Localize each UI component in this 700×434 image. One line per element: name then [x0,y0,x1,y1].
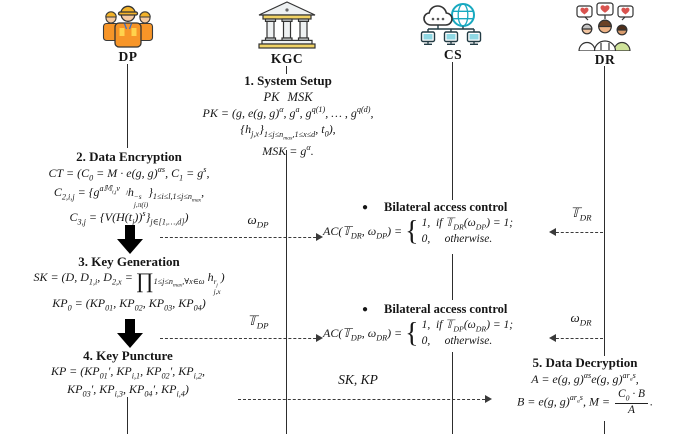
people-hearts-icon [576,2,634,51]
entity-dp-label: DP [118,49,138,64]
down-arrow-icon [117,225,143,254]
formula-line: MSK = gα. [262,142,314,158]
formula-line: KP = (KP01′, KPi,1, KP02′, KPi,2, [51,363,205,381]
lifeline-dr-top [604,66,605,356]
formula-line: KP03′, KPi,3, KP04′, KPi,4) [67,382,189,399]
label-omega-dr: ωDR [570,310,592,328]
arrow-t-dp [160,334,323,343]
section-key-generation-title: 3. Key Generation [78,254,180,269]
label-omega-dp: ωDP [247,212,269,230]
section-key-generation: 3. Key Generation SK = (D, D1,i, D2,x = … [0,254,258,314]
government-building-icon [258,1,316,49]
curly-brace: { [405,317,419,349]
access-control-1-label: Bilateral access control [384,200,508,214]
access-control-1-formula: AC(𝕋DR, ωDP) = { 1, if 𝕋DR(ωDP) = 1; 0, … [323,216,513,247]
section-system-setup-title: 1. System Setup [244,73,332,88]
formula-line: CT = (C0 = M · e(g, g)αs, C1 = gs, [48,164,210,183]
formula-line: A = e(g, g)αse(g, g)aras, [531,370,639,386]
access-control-1-title: ● Bilateral access control [356,200,507,215]
label-sk-kp: SK, KP [338,372,378,387]
lifeline-dr-bottom [604,421,605,434]
case-true: 1, if 𝕋DP(ωDR) = 1; [421,319,514,334]
section-data-decryption: 5. Data Decryption A = e(g, g)αse(g, g)a… [477,355,693,417]
entity-dr-label: DR [594,52,616,67]
lifeline-kgc-tick [286,66,287,74]
entity-dr: DR [575,2,635,68]
arrowhead-right-icon [485,395,492,404]
bullet-icon: ● [362,304,369,315]
section-key-puncture-title: 4. Key Puncture [83,348,173,363]
cloud-server-icon [420,3,482,45]
arrow-omega-dp [160,233,323,242]
arrowhead-right-icon [316,334,323,343]
access-control-2-title: ● Bilateral access control [356,302,507,317]
case-stack: 1, if 𝕋DP(ωDR) = 1; 0, otherwise. [422,318,514,349]
formula-line: PK = (g, e(g, g)α, ga, gq(1), … , gq(d), [202,105,374,121]
formula-lhs: AC(𝕋DP, ωDR) = [323,325,403,342]
down-arrow-icon [117,319,143,348]
arrowhead-right-icon [316,233,323,242]
entity-cs: CS [420,2,486,63]
entity-dp: DP [98,2,158,65]
formula-lhs: AC(𝕋DR, ωDP) = [323,223,403,240]
bullet-icon: ● [362,202,369,213]
arrow-t-dr [549,228,603,237]
lifeline-cs-mid [452,254,453,300]
lifeline-dp-top [127,64,128,148]
access-control-2-label: Bilateral access control [384,302,508,316]
arrowhead-left-icon [549,334,556,343]
case-false: 0, otherwise. [421,233,493,246]
entity-kgc: KGC [255,0,319,67]
formula-line: {hj,x}1≤j≤nmax,1≤x≤d, t0), [240,122,336,142]
arrow-omega-dr [549,334,603,343]
formula-line: KP0 = (KP01, KP02, KP03, KP04) [52,296,206,313]
setup-subtitle: PK MSK [263,89,313,104]
section-data-encryption: 2. Data Encryption CT = (C0 = M · e(g, g… [3,149,255,229]
section-data-decryption-title: 5. Data Decryption [532,355,638,370]
arrowhead-left-icon [549,228,556,237]
access-control-2-formula: AC(𝕋DP, ωDR) = { 1, if 𝕋DP(ωDR) = 1; 0, … [323,318,513,349]
case-stack: 1, if 𝕋DR(ωDP) = 1; 0, otherwise. [422,216,514,247]
lifeline-cs-bottom [452,352,453,434]
entity-cs-label: CS [443,47,463,62]
label-t-dr: 𝕋DR [570,205,592,223]
formula-line: C3,j = {V(H(tj))s}j∈[1,…,d]) [69,209,189,227]
case-false: 0, otherwise. [421,335,493,348]
label-t-dp: 𝕋DP [247,313,269,331]
curly-brace: { [405,215,419,247]
lifeline-cs-top [452,62,453,200]
case-true: 1, if 𝕋DR(ωDP) = 1; [421,217,514,232]
section-system-setup: 1. System Setup PK MSK PK = (g, e(g, g)α… [168,73,408,159]
construction-workers-icon [102,5,154,48]
lifeline-kgc [286,150,287,434]
arrow-sk-kp [238,395,492,404]
section-key-puncture: 4. Key Puncture KP = (KP01′, KPi,1, KP02… [8,348,248,400]
entity-kgc-label: KGC [270,51,304,66]
lifeline-dp-bottom [127,397,128,434]
section-data-encryption-title: 2. Data Encryption [76,149,182,164]
